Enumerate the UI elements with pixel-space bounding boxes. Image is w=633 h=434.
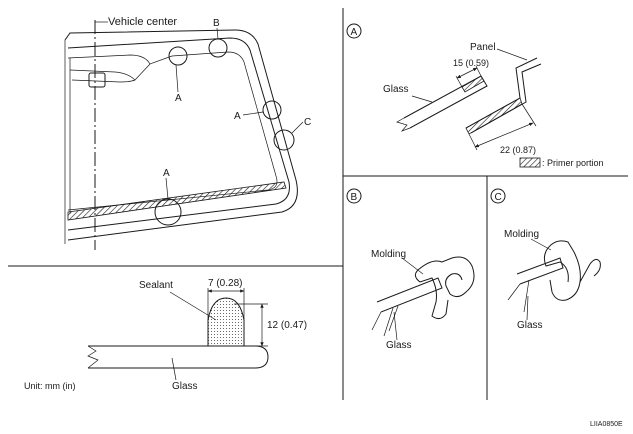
- label-a-top: A: [175, 93, 182, 104]
- rearview-mirror: [88, 72, 106, 88]
- section-a-letter: A: [351, 27, 358, 38]
- sealant-width-dim: 7 (0.28): [208, 278, 242, 289]
- label-b: B: [213, 18, 220, 29]
- molding-profile-b: [414, 256, 475, 320]
- bottom-primer-band: [67, 181, 287, 221]
- sealant-height-dim: 12 (0.47): [267, 320, 307, 331]
- section-c-detail: C Molding Glass: [490, 188, 601, 331]
- label-a-bottom: A: [163, 168, 170, 179]
- panel-label: Panel: [470, 42, 496, 53]
- detail-circle-a-top: [168, 46, 188, 66]
- section-c-badge: [490, 188, 506, 204]
- glass-bar-b: [376, 277, 443, 313]
- molding-profile-c: [543, 240, 601, 301]
- primer-legend-swatch: [519, 157, 541, 168]
- glass-inner-edge: [67, 51, 278, 211]
- section-a-badge: [346, 23, 362, 39]
- molding-label-c: Molding: [504, 229, 539, 240]
- sealant-label: Sealant: [139, 280, 173, 291]
- sealant-cross-section: 7 (0.28) 12 (0.47) Sealant Glass Unit: m…: [24, 278, 307, 392]
- dim-15: 15 (0.59): [453, 58, 489, 68]
- glass-label-c: Glass: [517, 320, 543, 331]
- primer-legend-text: : Primer portion: [542, 158, 604, 168]
- panel-primer-strip: [465, 97, 523, 135]
- unit-label: Unit: mm (in): [24, 381, 76, 391]
- section-b-detail: B Molding Glass: [346, 188, 475, 351]
- glass-label-sealant: Glass: [172, 381, 198, 392]
- detail-circle-b: [208, 38, 228, 58]
- label-c: C: [304, 117, 311, 128]
- windshield-overview: Vehicle center A B A C A: [64, 16, 311, 250]
- glass-primer-strip: [461, 75, 485, 93]
- section-b-letter: B: [351, 192, 358, 203]
- section-b-badge: [346, 188, 362, 204]
- windshield-inner-frame: [67, 37, 290, 231]
- section-c-letter: C: [495, 192, 502, 203]
- glass-bar-c: [516, 257, 564, 285]
- vehicle-center-label: Vehicle center: [108, 16, 177, 28]
- figure-code: LIIA0850E: [590, 421, 623, 428]
- glass-label-b: Glass: [386, 340, 412, 351]
- detail-circle-a-right: [262, 100, 282, 120]
- windshield-outer-frame: [64, 29, 298, 241]
- label-a-right: A: [234, 111, 241, 122]
- panel-dividers: [8, 8, 628, 400]
- sealant-bead: [207, 297, 245, 347]
- dim-22: 22 (0.87): [500, 145, 536, 155]
- detail-circle-c: [273, 129, 295, 151]
- glass-label-a: Glass: [383, 84, 409, 95]
- section-a-detail: A Panel Glass 15 (0.59) 22 (0.87) : Prim…: [346, 23, 604, 168]
- glass-slab: [88, 345, 269, 369]
- molding-label-b: Molding: [371, 249, 406, 260]
